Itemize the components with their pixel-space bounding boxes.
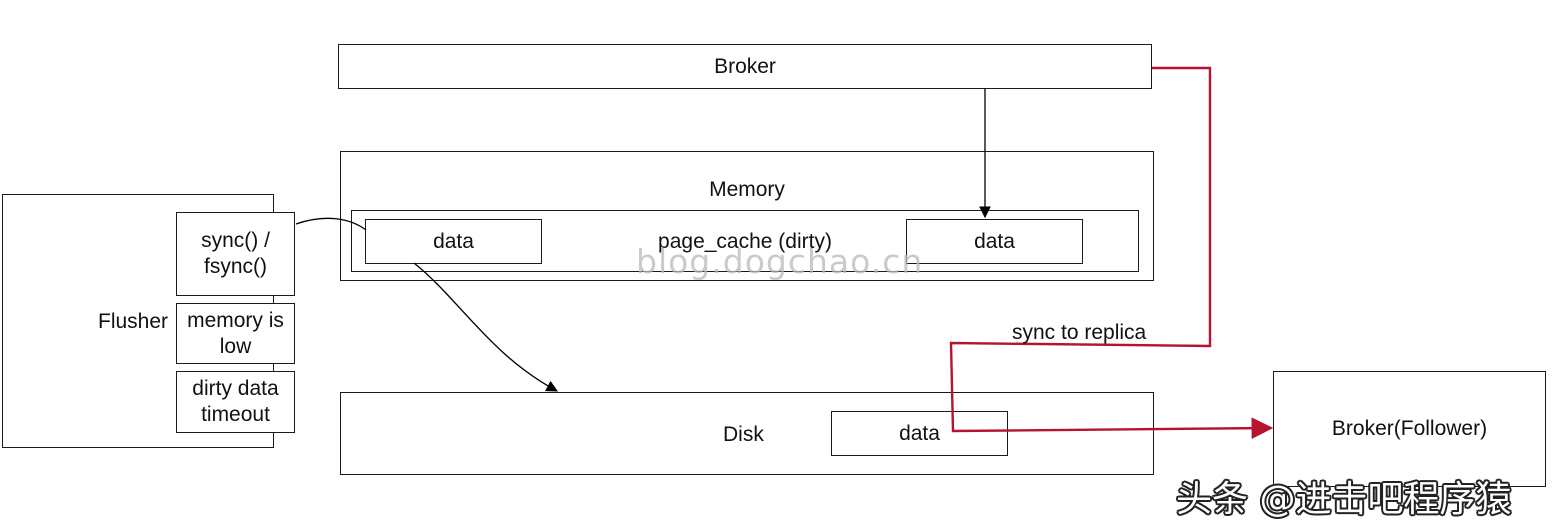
flusher-trigger-memory-low: memory is low (176, 303, 295, 364)
watermark: blog.dogchao.cn (636, 242, 924, 281)
flusher-trigger-memory-low-label: memory is low (187, 308, 284, 358)
flusher-label: Flusher (98, 310, 169, 333)
page-cache-data-left-label: data (433, 229, 474, 253)
flusher-trigger-sync-label: sync() / fsync() (201, 229, 270, 278)
page-cache-data-right-label: data (974, 229, 1015, 253)
follower-label: Broker(Follower) (1331, 417, 1488, 440)
follower-box: Broker(Follower) (1273, 371, 1546, 487)
source-mark: 头条 @进击吧程序猿 (1176, 479, 1512, 520)
memory-label: Memory (709, 178, 785, 201)
page-cache-data-left: data (365, 219, 542, 264)
replica-edge-label: sync to replica (1012, 321, 1147, 344)
edge-cache-to-disk (413, 262, 559, 392)
flusher-trigger-timeout-label: dirty data timeout (192, 377, 279, 426)
flusher-trigger-timeout: dirty data timeout (176, 371, 295, 433)
disk-label: Disk (723, 423, 764, 446)
page-cache-data-right: data (906, 219, 1083, 264)
disk-data-label: data (899, 421, 940, 445)
disk-data-box: data (831, 411, 1008, 456)
flusher-trigger-sync: sync() / fsync() (176, 212, 295, 296)
broker-label: Broker (714, 54, 776, 78)
page-cache-label: page_cache (dirty) (658, 230, 832, 253)
broker-box: Broker (338, 44, 1152, 89)
